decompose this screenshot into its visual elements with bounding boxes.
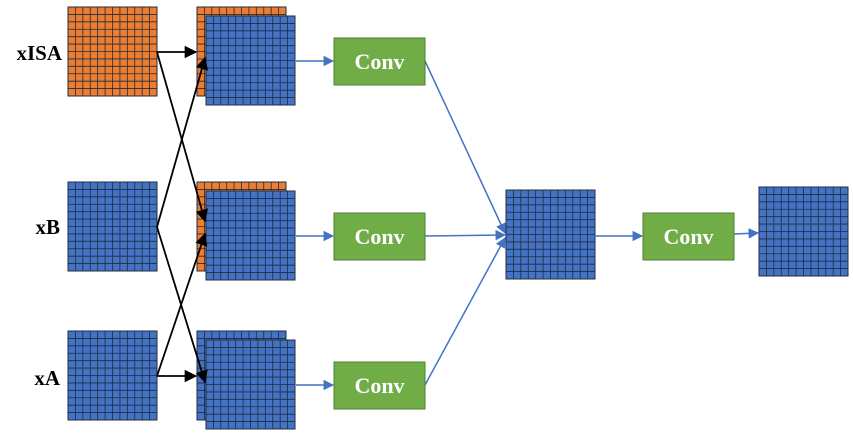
label-xisa: xISA xyxy=(16,41,62,65)
arrow-middle-conv-to-merged xyxy=(424,229,507,241)
stack-middle-front-grid xyxy=(205,190,296,281)
input-grid-xa xyxy=(67,330,158,421)
grid-lines xyxy=(759,187,848,276)
label-xb: xB xyxy=(35,215,60,239)
label-xa: xA xyxy=(34,366,61,390)
merged-feature-grid xyxy=(505,189,596,280)
arrow-final-conv-to-output xyxy=(733,228,760,239)
grid-lines xyxy=(68,331,157,420)
grid-lines xyxy=(206,16,295,105)
conv-label: Conv xyxy=(354,49,404,74)
grid-lines xyxy=(506,190,595,279)
stack-bottom-front-grid xyxy=(205,339,296,430)
conv-block-final: Conv xyxy=(642,212,735,261)
grid-lines xyxy=(68,7,157,96)
conv-label: Conv xyxy=(354,224,404,249)
conv-box xyxy=(642,212,735,261)
conv-box xyxy=(333,212,426,261)
conv-block-top: Conv xyxy=(333,37,426,86)
conv-block-middle: Conv xyxy=(333,212,426,261)
grid-lines xyxy=(206,191,295,280)
arrow-bottom-conv-to-merged xyxy=(424,237,506,386)
conv-box xyxy=(333,361,426,410)
arrow-xa-to-middle-stack xyxy=(156,232,208,377)
conv-label: Conv xyxy=(663,224,713,249)
stack-top-front-grid xyxy=(205,15,296,106)
output-grid xyxy=(758,186,849,277)
grid-lines xyxy=(206,340,295,429)
grid-lines xyxy=(68,182,157,271)
arrow-xisa-to-middle-stack xyxy=(156,51,208,223)
conv-block-bottom: Conv xyxy=(333,361,426,410)
conv-box xyxy=(333,37,426,86)
arrow-top-conv-to-merged xyxy=(424,60,506,234)
conv-label: Conv xyxy=(354,373,404,398)
arrow-xb-to-top-stack xyxy=(156,56,208,228)
input-grid-xisa xyxy=(67,6,158,97)
input-grid-xb xyxy=(67,181,158,272)
